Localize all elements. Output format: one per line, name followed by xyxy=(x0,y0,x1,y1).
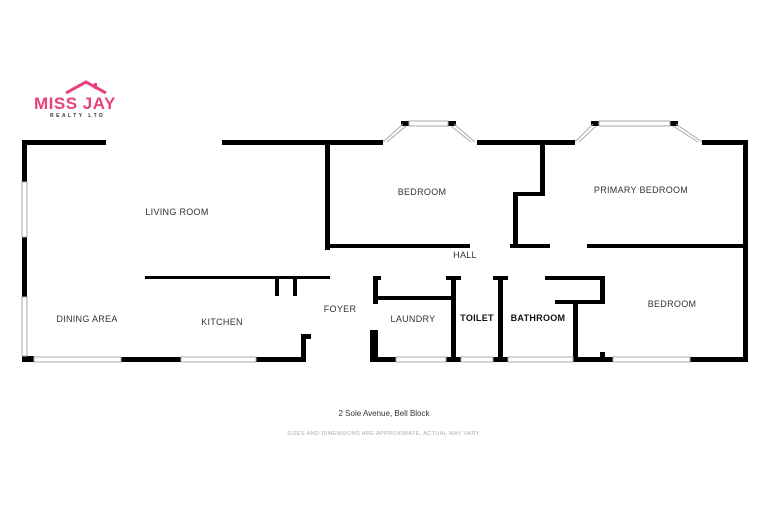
room-label-dining-area: DINING AREA xyxy=(56,314,118,324)
room-label-laundry: LAUNDRY xyxy=(390,314,436,324)
logo-name: MISS JAY xyxy=(34,94,116,113)
room-label-hall: HALL xyxy=(453,250,477,260)
room-label-foyer: FOYER xyxy=(323,304,357,314)
room-label-primary-bedroom: PRIMARY BEDROOM xyxy=(593,185,689,195)
company-logo: MISS JAY REALTY LTD xyxy=(30,80,150,120)
disclaimer: SIZES AND DIMENSIONS ARE APPROXIMATE, AC… xyxy=(287,431,481,437)
room-label-living-room: LIVING ROOM xyxy=(145,207,209,217)
room-label-kitchen: KITCHEN xyxy=(201,317,243,327)
property-address: 2 Sole Avenue, Bell Block xyxy=(338,409,430,418)
room-label-bedroom-1: BEDROOM xyxy=(397,187,447,197)
logo-subtitle: REALTY LTD xyxy=(50,113,106,119)
house-roof-icon xyxy=(65,80,107,94)
room-label-toilet: TOILET xyxy=(460,313,494,323)
room-label-bedroom-2: BEDROOM xyxy=(647,299,697,309)
room-label-bathroom: BATHROOM xyxy=(510,313,566,323)
